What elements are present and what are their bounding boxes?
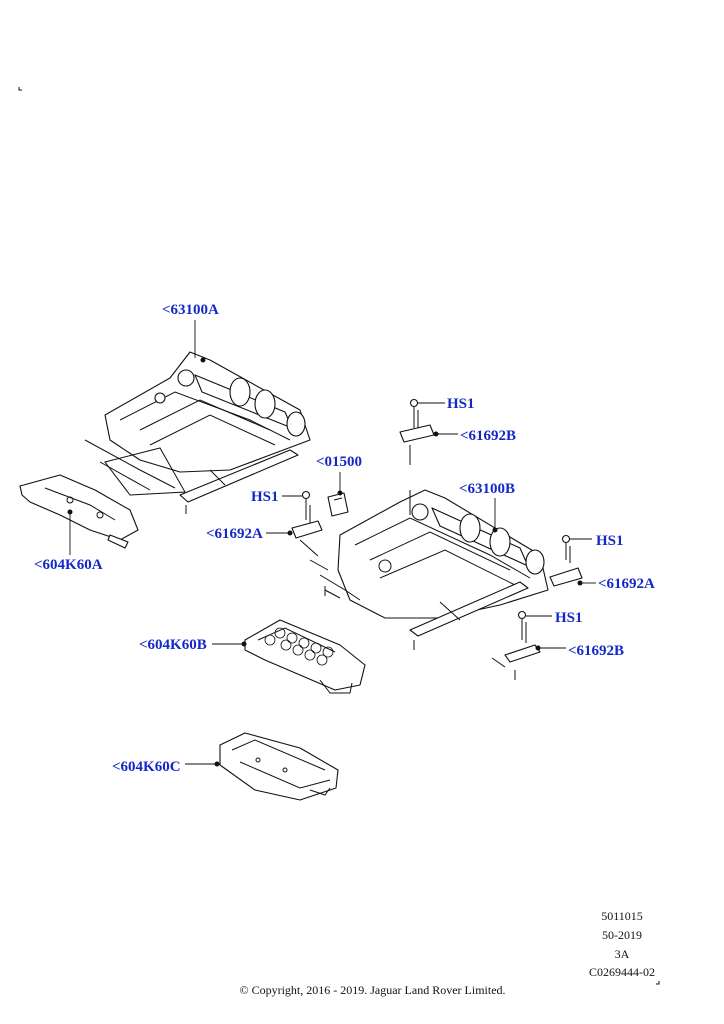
- crop-mark-bottom-right: [656, 981, 660, 985]
- illustration-number: C0269444-02: [589, 965, 655, 979]
- callout-61692a-left[interactable]: <61692A: [206, 526, 263, 542]
- diagram-date: 50-2019: [602, 928, 642, 942]
- crop-mark-top-left: [18, 87, 22, 91]
- callout-hs1-c[interactable]: HS1: [596, 533, 624, 549]
- diagram-revision: 3A: [614, 947, 630, 961]
- callout-61692a-right[interactable]: <61692A: [598, 576, 655, 592]
- callout-01500[interactable]: <01500: [316, 454, 363, 470]
- panel-604k60c: [214, 732, 339, 801]
- callout-hs1-d[interactable]: HS1: [555, 610, 583, 626]
- bracket-61692b-bottom: [491, 644, 541, 680]
- callout-604k60a[interactable]: <604K60A: [34, 557, 103, 573]
- bracket-61692a-left: [287, 520, 329, 571]
- bracket-604k60a: [19, 474, 139, 549]
- callout-63100a[interactable]: <63100A: [162, 302, 219, 318]
- tray-604k60b: [241, 619, 366, 694]
- callout-63100b[interactable]: <63100B: [459, 481, 516, 497]
- callout-hs1-b[interactable]: HS1: [447, 396, 475, 412]
- seat-frame-a: [84, 351, 311, 514]
- callout-hs1-a[interactable]: HS1: [251, 489, 279, 505]
- seat-frame-b: [319, 489, 549, 650]
- diagram-code: 5011015: [601, 909, 643, 923]
- callout-61692b-bottom[interactable]: <61692B: [568, 643, 625, 659]
- bolt-hs1-d: [517, 610, 527, 643]
- callout-604k60c[interactable]: <604K60C: [112, 759, 181, 775]
- bolt-hs1-c: [561, 534, 571, 563]
- bolt-hs1-a: [301, 490, 311, 525]
- copyright-notice: © Copyright, 2016 - 2019. Jaguar Land Ro…: [239, 983, 506, 997]
- bracket-61692a-right: [549, 567, 583, 587]
- clip-01500: [327, 490, 349, 517]
- callout-604k60b[interactable]: <604K60B: [139, 637, 207, 653]
- bolt-hs1-b: [409, 398, 419, 430]
- callout-61692b-top[interactable]: <61692B: [460, 428, 517, 444]
- bracket-61692b-top: [399, 424, 439, 465]
